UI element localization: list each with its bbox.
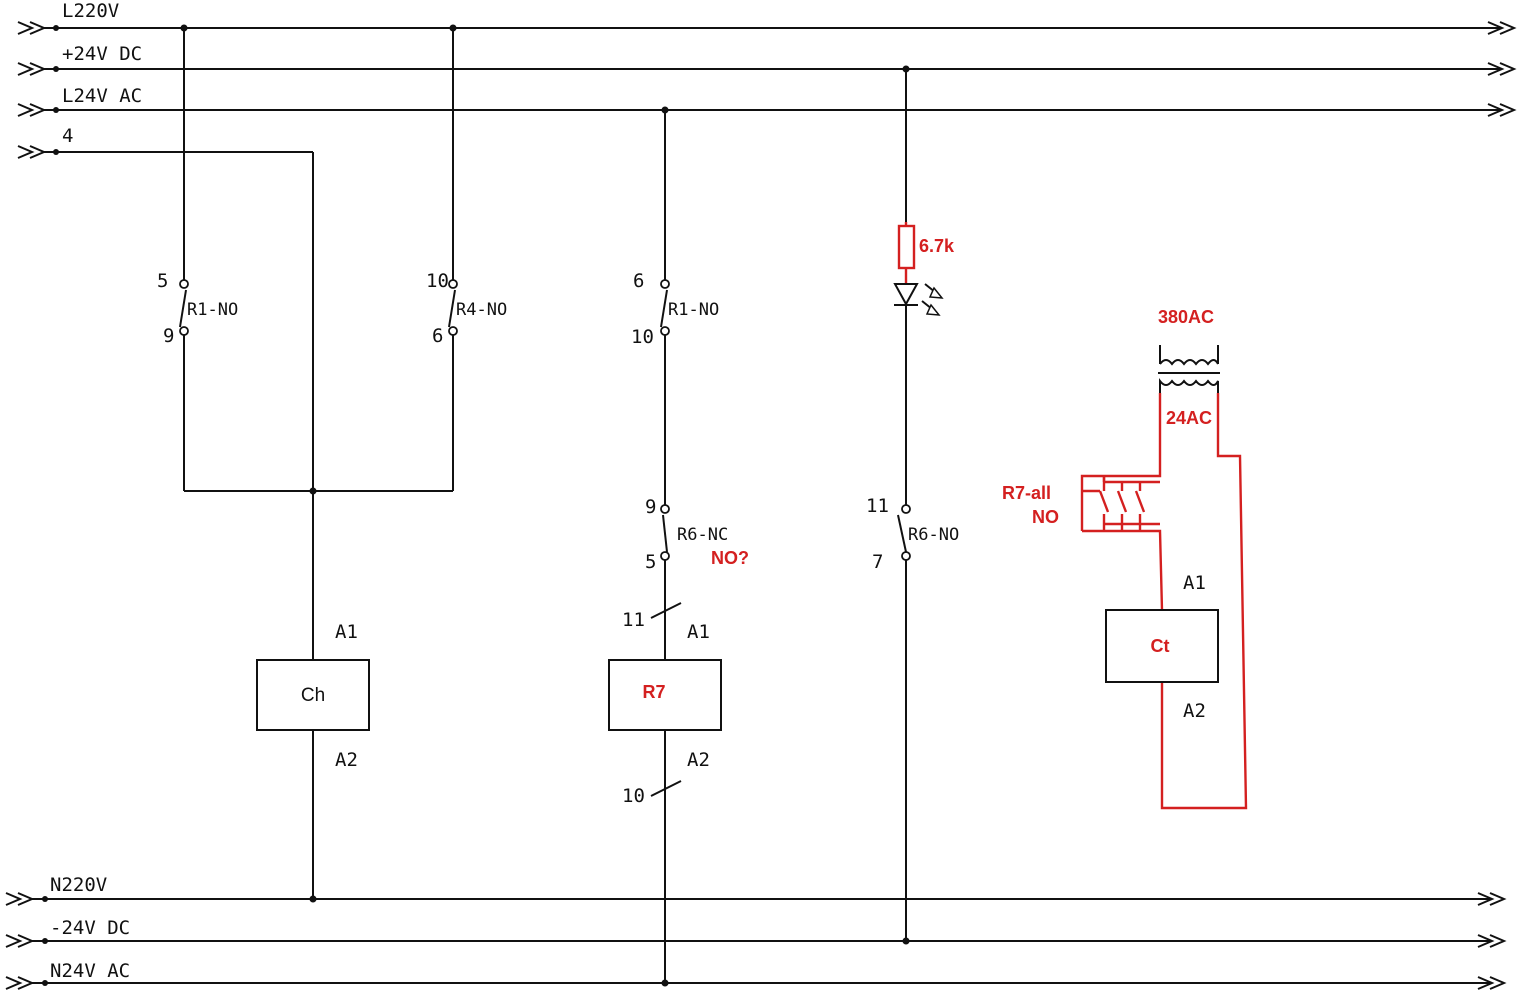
coil-name: Ch [301,685,325,706]
rail-l24v-ac: L24V AC [17,85,1517,117]
terminal-number: 6 [633,270,644,292]
terminal-number: 10 [622,785,645,807]
contact-label: R1-NO [668,300,719,320]
rail-n24v-ac: N24V AC [5,960,1507,990]
terminal-number: 11 [622,609,645,631]
terminal-number: 11 [866,495,889,517]
coil-name: Ct [1151,636,1170,656]
rail-minus24v-dc: -24V DC [5,917,1507,948]
contact-label: R1-NO [187,300,238,320]
branch-indicator-led: 6.7k 11 7 R6-NO [866,65,959,945]
coil-terminal-a1: A1 [335,621,358,643]
branch-ct-contactor: 380AC 24AC R7-all NO Ct A1 A2 [1002,307,1248,810]
coil-terminal-a2: A2 [1183,700,1206,722]
rail-n220v: N220V [5,874,1507,906]
contact-label: R4-NO [456,300,507,320]
contact-label: R6-NO [908,525,959,545]
transformer-icon [1158,345,1220,393]
coil-name: R7 [642,682,665,702]
rail-label: L220V [62,0,119,22]
led-icon [893,283,944,316]
terminal-number: 10 [631,326,654,348]
contacts-label: R7-all [1002,483,1051,503]
r7-contact-group-icon [1080,476,1160,531]
terminal-number: 6 [432,325,443,347]
rail-4: 4 [17,125,313,159]
terminal-number: 9 [163,325,174,347]
coil-terminal-a1: A1 [1183,572,1206,594]
resistor-symbol [897,224,916,270]
contact-label: R6-NC [677,525,728,545]
rail-label: +24V DC [62,43,142,65]
annotation-no: NO? [711,548,749,568]
coil-terminal-a2: A2 [335,749,358,771]
resistor-value: 6.7k [919,236,955,256]
rail-label: N220V [50,874,107,896]
transformer-secondary-label: 24AC [1166,408,1212,428]
terminal-number: 5 [645,551,656,573]
r7-coil [608,659,722,731]
ch-coil [256,659,370,731]
rail-label: N24V AC [50,960,130,982]
rail-label: -24V DC [50,917,130,939]
terminal-number: 5 [157,270,168,292]
branch-r7-coil: 6 10 R1-NO 9 5 R6-NC NO? 11 R7 A1 A2 10 [608,106,749,987]
transformer-primary-label: 380AC [1158,307,1214,327]
terminal-number: 9 [645,496,656,518]
coil-terminal-a2: A2 [687,749,710,771]
terminal-number: 7 [872,551,883,573]
rail-plus24v-dc: +24V DC [17,43,1517,76]
rail-label: 4 [62,125,73,147]
ct-coil [1105,609,1219,683]
branch-ch-coil: 5 9 R1-NO 10 6 R4-NO Ch A1 A2 [157,24,507,903]
contacts-label-no: NO [1032,507,1059,527]
terminal-number: 10 [426,270,449,292]
rail-l220v: L220V [17,0,1517,35]
coil-terminal-a1: A1 [687,621,710,643]
rail-label: L24V AC [62,85,142,107]
